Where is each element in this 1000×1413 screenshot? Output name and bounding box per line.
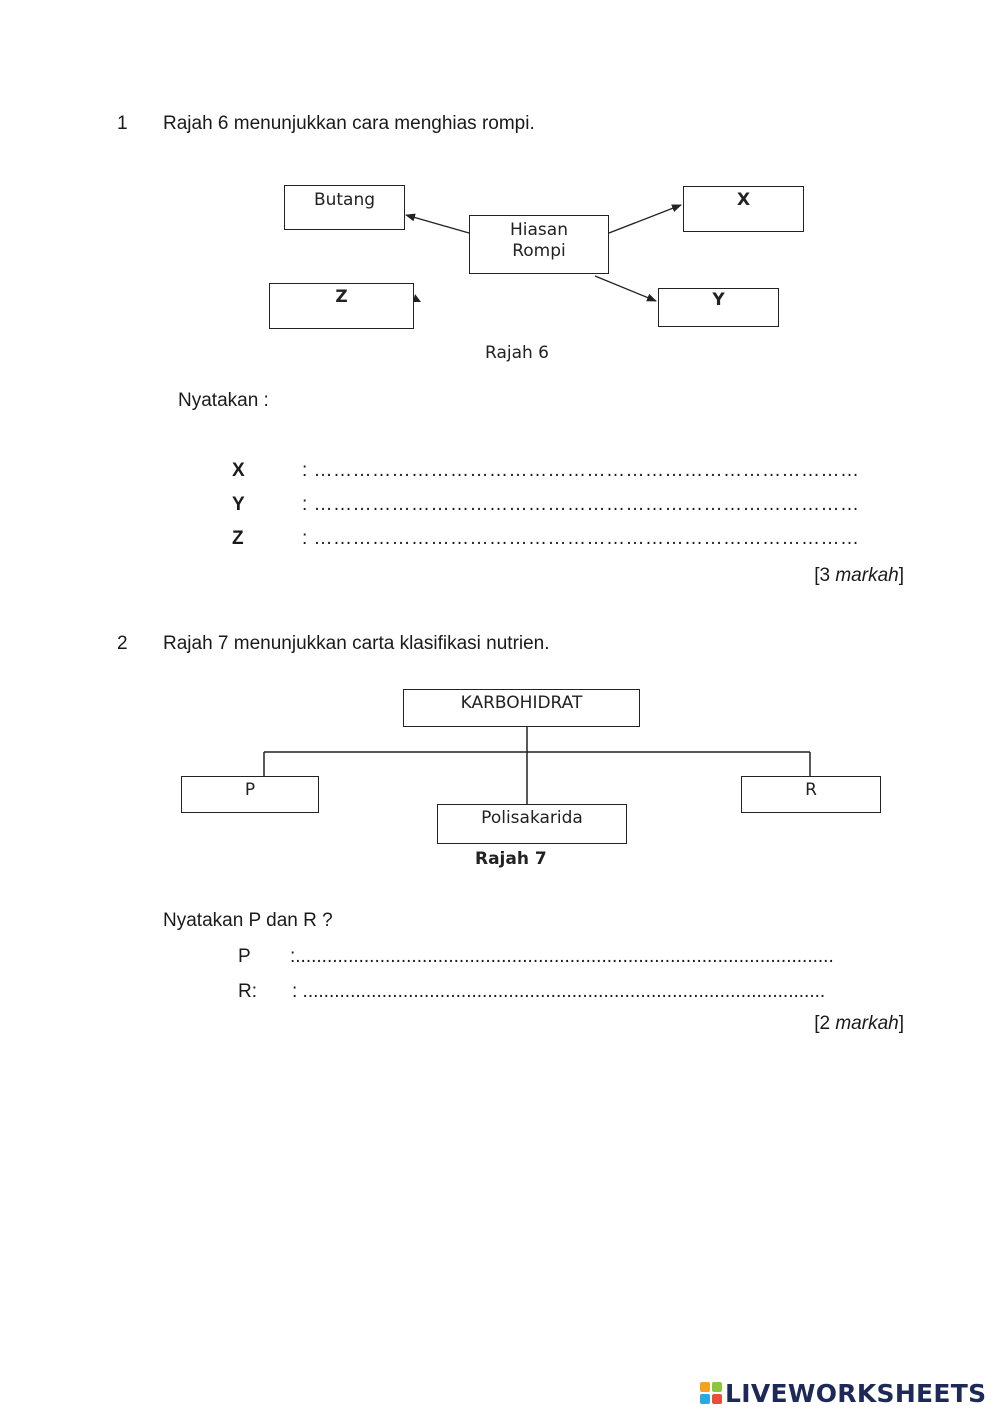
rajah-7-caption: Rajah 7 <box>475 849 547 869</box>
answer-x-line[interactable]: : ………………………………………………………………………… <box>302 460 860 481</box>
liveworksheets-logo[interactable]: LIVEWORKSHEETS <box>700 1377 986 1409</box>
box-p-label: P <box>244 780 256 800</box>
marks-word: markah <box>835 1013 899 1034</box>
box-polisakarida: Polisakarida <box>437 804 627 844</box>
box-polisakarida-label: Polisakarida <box>481 808 583 828</box>
answer-r-label: R: <box>238 981 257 1002</box>
box-butang: Butang <box>284 185 405 230</box>
box-hiasan-label-line2: Rompi <box>512 241 566 261</box>
question-1-number: 1 <box>117 113 128 134</box>
question-2-number: 2 <box>117 633 128 654</box>
box-karbohidrat-label: KARBOHIDRAT <box>460 693 583 713</box>
answer-x-label: X <box>232 460 245 481</box>
answer-y-line[interactable]: : ………………………………………………………………………… <box>302 494 860 515</box>
box-y-label: Y <box>712 290 725 310</box>
question-2-stem: Rajah 7 menunjukkan carta klasifikasi nu… <box>163 633 550 654</box>
box-butang-label: Butang <box>313 190 376 210</box>
question-2-marks: [2 markah] <box>814 1013 904 1035</box>
logo-text: LIVEWORKSHEETS <box>725 1378 987 1408</box>
box-r-label: R <box>805 780 817 800</box>
box-x-label: X <box>736 190 751 210</box>
marks-open: [3 <box>814 565 836 586</box>
marks-open: [2 <box>814 1013 836 1034</box>
box-karbohidrat: KARBOHIDRAT <box>403 689 640 727</box>
question-1-stem: Rajah 6 menunjukkan cara menghias rompi. <box>163 113 535 134</box>
question-1-marks: [3 markah] <box>814 565 904 587</box>
answer-r-line[interactable]: : ......................................… <box>292 981 826 1002</box>
arrow-to-y <box>594 275 657 302</box>
logo-square <box>712 1394 722 1404</box>
marks-word: markah <box>835 565 899 586</box>
arrow-to-x <box>608 204 682 234</box>
box-hiasan-rompi: Hiasan Rompi <box>469 215 609 274</box>
box-r: R <box>741 776 881 813</box>
box-z-label: Z <box>335 287 348 307</box>
box-p: P <box>181 776 319 813</box>
liveworksheets-logo-icon <box>700 1382 722 1404</box>
answer-z-label: Z <box>232 528 244 549</box>
logo-square <box>700 1382 710 1392</box>
marks-close: ] <box>898 1013 904 1034</box>
answer-p-label: P <box>238 946 251 967</box>
answer-p-line[interactable]: :.......................................… <box>290 946 834 967</box>
box-hiasan-label-line1: Hiasan <box>510 220 568 240</box>
rajah-6-caption: Rajah 6 <box>485 343 549 363</box>
box-y: Y <box>658 288 779 327</box>
box-x: X <box>683 186 804 232</box>
question-2-prompt: Nyatakan P dan R ? <box>163 910 333 931</box>
logo-square <box>712 1382 722 1392</box>
arrow-to-butang <box>405 213 470 234</box>
arrow-head-z <box>413 294 421 302</box>
answer-z-line[interactable]: : ………………………………………………………………………… <box>302 528 860 549</box>
question-1-prompt: Nyatakan : <box>178 390 269 411</box>
logo-square <box>700 1394 710 1404</box>
marks-close: ] <box>898 565 904 586</box>
answer-y-label: Y <box>232 494 245 515</box>
box-z: Z <box>269 283 414 329</box>
